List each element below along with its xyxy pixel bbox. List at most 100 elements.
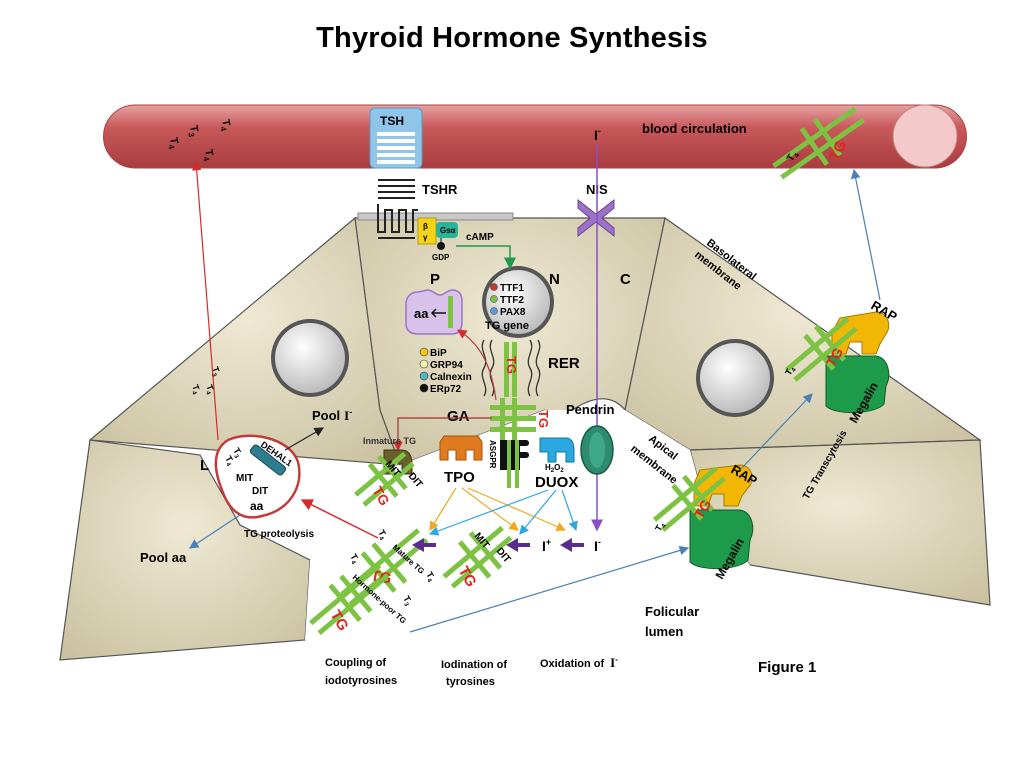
- lysosome-dit: DIT: [252, 486, 268, 497]
- ga-label: GA: [447, 408, 470, 425]
- ga-to-proteasome-arrow: [457, 329, 497, 401]
- ttf2-label: TTF2: [500, 295, 524, 306]
- tsh-molecule: [369, 107, 423, 169]
- golgi-tg-label: TG: [536, 410, 551, 428]
- camp-label: cAMP: [466, 232, 494, 243]
- t4-label: T4: [785, 149, 801, 164]
- pax8-label: PAX8: [500, 307, 526, 318]
- rer-label: RER: [548, 355, 580, 372]
- tsh-label: TSH: [380, 114, 404, 128]
- transcytosis-arrow: [739, 393, 813, 471]
- pendrin-label: Pendrin: [566, 402, 614, 417]
- tg-gene-label: TG gene: [485, 320, 529, 332]
- mature-t4-a: T4: [375, 528, 390, 542]
- lysosome-to-pool-i-arrow: [284, 427, 325, 451]
- grp94-label: GRP94: [430, 360, 463, 371]
- blood-hormones: T4 T3 T4 T4: [165, 118, 233, 162]
- mature-t4-c: T4: [423, 570, 438, 584]
- basolateral-megalin-complex: [784, 311, 890, 414]
- ttf1-label: TTF1: [500, 283, 524, 294]
- reaction-step-arrows: [412, 538, 584, 552]
- calnexin-label: Calnexin: [430, 372, 472, 383]
- duox-enzyme: [539, 437, 575, 463]
- t3-label: T3: [185, 124, 201, 138]
- blood-iodide: I-: [594, 126, 601, 143]
- immature-tg: [354, 451, 415, 507]
- label-c: C: [620, 271, 631, 288]
- caption-iodination-2: tyrosines: [446, 676, 495, 688]
- t4-label: T4: [165, 136, 181, 150]
- tpo-enzyme: [439, 435, 483, 461]
- page-title: Thyroid Hormone Synthesis: [316, 22, 708, 54]
- rer-tg: [504, 342, 517, 397]
- rer-tg-label: TG: [504, 356, 519, 374]
- apical-t4-label: T4: [653, 520, 668, 534]
- tg-proteolysis-label: TG proteolysis: [244, 529, 314, 540]
- label-n: N: [549, 271, 560, 288]
- tshr-receptor: [377, 179, 418, 239]
- lysosome-mit: MIT: [236, 473, 253, 484]
- ga-to-lumen-line: [393, 417, 492, 452]
- svg-text:T4: T4: [188, 383, 203, 396]
- proteasome-aa-label: aa: [414, 306, 429, 321]
- lumen-to-apical-arrow: [409, 545, 690, 633]
- nucleus-center: [482, 266, 554, 338]
- caption-coupling-2: iodotyrosines: [325, 675, 397, 687]
- h2o2-label: H2O2: [545, 463, 564, 474]
- hormone-poor-tg: [309, 563, 390, 636]
- pool-aa-label: Pool aa: [140, 550, 187, 565]
- gamma-label: γ: [423, 233, 428, 242]
- chaperone-list: BiP GRP94 Calnexin ERp72: [419, 347, 472, 395]
- lysosome-to-blood-arrow: [191, 160, 219, 441]
- blood-circulation-label: blood circulation: [642, 121, 747, 136]
- duox-label: DUOX: [535, 474, 578, 491]
- lysosome-to-pool-aa-arrow: [188, 514, 241, 549]
- pendrin-transporter: [580, 425, 614, 475]
- follicular-label: Folicular: [645, 604, 699, 619]
- erp72-label: ERp72: [430, 384, 462, 395]
- immature-tg-label: Inmature TG: [363, 436, 416, 446]
- transcription-factors: TTF1 TTF2 PAX8 TG gene: [485, 283, 529, 332]
- lysosome-t4: T4: [222, 454, 237, 468]
- proteasome-arrow: [430, 308, 446, 318]
- caption-iodination-1: Iodination of: [441, 659, 507, 671]
- beta-label: β: [423, 222, 428, 231]
- camp-arrow: [456, 245, 516, 270]
- t4-label: T4: [200, 148, 216, 162]
- bip-label: BiP: [430, 348, 447, 359]
- golgi-tg: [490, 398, 536, 440]
- iodide-lumen-label: I-: [594, 537, 601, 554]
- label-l: L: [200, 457, 209, 474]
- iodine-plus-label: I+: [542, 537, 551, 554]
- nucleus-right: [696, 339, 774, 417]
- t4-label: T4: [217, 118, 233, 132]
- dehal1-enzyme: [249, 444, 287, 476]
- basolateral-t4-label: T4: [783, 364, 798, 378]
- caption-coupling-1: Coupling of: [325, 657, 386, 669]
- lysosome: [214, 434, 301, 519]
- svg-text:T4: T4: [202, 383, 217, 396]
- asgpr-label: ASGPR: [488, 440, 497, 469]
- lumen-label: lumen: [645, 624, 683, 639]
- apical-megalin-complex: [652, 464, 754, 570]
- label-p: P: [430, 271, 440, 288]
- nis-transporter: [577, 198, 615, 238]
- secreted-hormones: T3 T4 T4: [188, 365, 223, 396]
- lysosome-t3: T3: [230, 446, 245, 460]
- enzyme-arrows: [428, 487, 578, 536]
- tg-endocytosis-arrow: [300, 499, 379, 539]
- to-blood-arrow: [850, 168, 881, 301]
- svg-text:T3: T3: [208, 365, 223, 378]
- follicular-cells: [59, 216, 991, 661]
- mature-t4-b: T4: [347, 552, 362, 566]
- asgpr-tg: [507, 440, 519, 488]
- nucleus-left: [271, 319, 349, 397]
- mature-t3: T3: [400, 594, 415, 608]
- g-protein: [417, 217, 458, 250]
- blood-vessel: [103, 104, 967, 169]
- tpo-label: TPO: [444, 469, 475, 486]
- figure-label: Figure 1: [758, 659, 816, 676]
